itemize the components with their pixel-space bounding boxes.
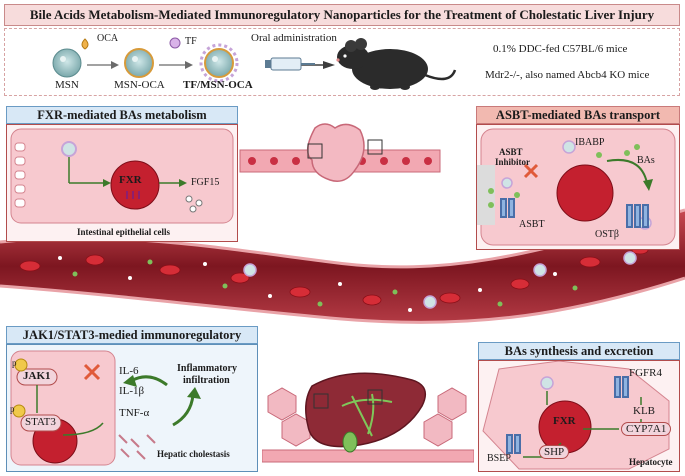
inflammatory-line1: Inflammatory <box>177 363 237 374</box>
mice-model-line2: Mdr2-/-, also named Abcb4 KO mice <box>485 69 650 81</box>
tf-msn-oca-label: TF/MSN-OCA <box>183 79 253 91</box>
intestine-graphic <box>239 123 441 182</box>
msn-particle-icon <box>52 48 82 78</box>
msn-oca-particle-icon <box>124 48 154 78</box>
msn-label: MSN <box>55 79 79 91</box>
tnfa-label: TNF-α <box>119 407 150 419</box>
intestinal-cells-caption: Intestinal epithelial cells <box>77 227 170 237</box>
fxr-panel-heading: FXR-mediated BAs metabolism <box>6 106 238 124</box>
ostb-label: OSTβ <box>595 229 619 240</box>
asbt-label: ASBT <box>519 219 545 230</box>
bas-panel-graphic <box>482 361 670 470</box>
asbt-panel-graphic <box>477 128 676 246</box>
fgfr4-label: FGFR4 <box>629 367 663 379</box>
fxr-panel-graphic <box>10 128 234 224</box>
asbt-panel: ASBT Inhibitor IBABP BAs ASBT OSTβ <box>476 124 680 250</box>
cyp7a1-label: CYP7A1 <box>621 422 672 436</box>
jak-panel-heading: JAK1/STAT3-medied immunoregulatory <box>6 326 258 344</box>
block-x-icon <box>83 363 101 381</box>
liver-graphic <box>262 372 474 463</box>
klb-label: KLB <box>633 405 655 417</box>
p-label-1: p <box>12 358 17 368</box>
il6-label: IL-6 <box>119 365 139 377</box>
jak-panel: p JAK1 p STAT3 IL-6 IL-1β TNF-α Inflamma… <box>6 344 258 472</box>
asbt-inhibitor-line1: ASBT <box>499 147 523 157</box>
stat3-label: STAT3 <box>25 416 56 428</box>
mice-model-line1: 0.1% DDC-fed C57BL/6 mice <box>493 43 628 55</box>
bsep-label: BSEP <box>487 453 511 464</box>
jak1-label: JAK1 <box>23 370 51 382</box>
asbt-panel-heading: ASBT-mediated BAs transport <box>476 106 680 124</box>
shp-label: SHP <box>539 445 570 459</box>
hepatocyte-label: Hepatocyte <box>629 457 673 467</box>
formulation-graphic <box>52 37 457 90</box>
syringe-icon <box>265 57 335 71</box>
fgf15-label: FGF15 <box>191 177 220 188</box>
ibabp-label: IBABP <box>575 137 605 148</box>
asbt-inhibitor-x-icon <box>523 163 539 179</box>
fxr-label: FXR <box>119 174 142 186</box>
jak-panel-graphic <box>10 350 201 466</box>
mouse-icon <box>336 38 457 90</box>
tf-msn-oca-particle-icon <box>199 43 239 83</box>
fxr-label-liver: FXR <box>553 415 576 427</box>
asbt-inhibitor-line2: Inhibitor <box>495 157 531 167</box>
msn-oca-label: MSN-OCA <box>114 79 165 91</box>
page-title: Bile Acids Metabolism-Mediated Immunoreg… <box>4 4 680 26</box>
bas-panel: FGFR4 KLB FXR CYP7A1 SHP BSEP Hepatocyte <box>478 360 680 472</box>
fxr-panel: FXR FGF15 Intestinal epithelial cells <box>6 124 238 242</box>
tf-label: TF <box>185 36 197 47</box>
bas-label: BAs <box>637 155 655 166</box>
il1b-label: IL-1β <box>119 385 145 397</box>
bas-panel-heading: BAs synthesis and excretion <box>478 342 680 360</box>
hepatic-cholestasis-label: Hepatic cholestasis <box>157 449 230 459</box>
nanoparticle-icon <box>61 141 77 157</box>
inflammatory-line2: infiltration <box>183 375 230 386</box>
p-label-2: p <box>10 404 15 414</box>
oca-label: OCA <box>97 33 119 44</box>
top-formulation-panel: OCA TF MSN MSN-OCA TF/MSN-OCA Oral admin… <box>4 28 680 96</box>
oral-administration-label: Oral administration <box>251 32 337 44</box>
tf-icon <box>169 37 181 49</box>
oca-drug-icon <box>81 38 89 50</box>
